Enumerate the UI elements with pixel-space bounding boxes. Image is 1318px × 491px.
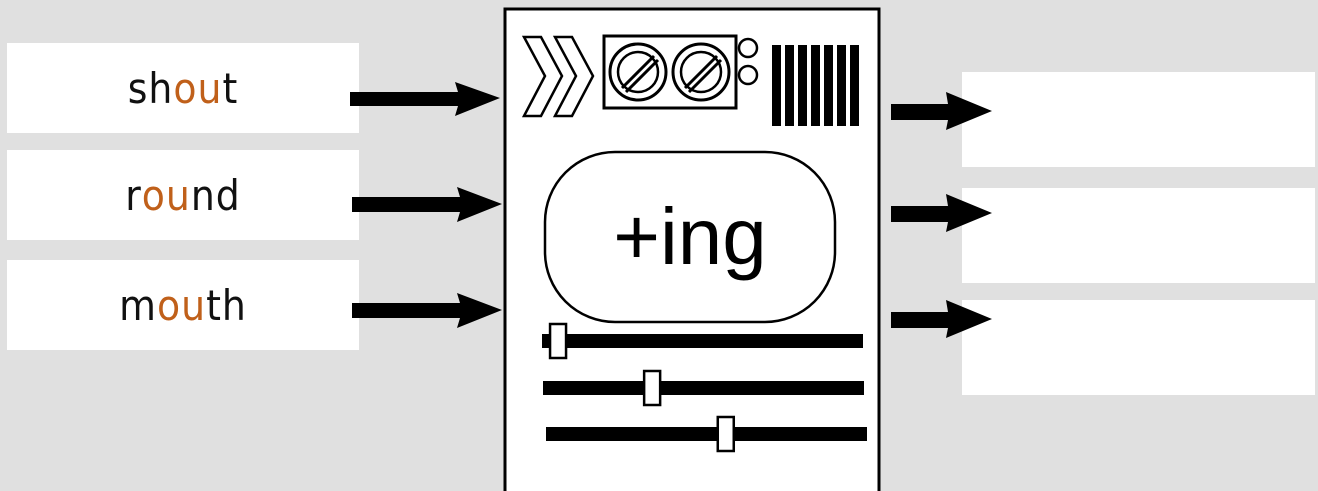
- word-part: t: [222, 63, 239, 113]
- word-part: m: [119, 280, 157, 330]
- output-word-card: [962, 300, 1315, 395]
- highlighted-letters: ou: [141, 170, 191, 220]
- input-arrow: [352, 187, 502, 222]
- highlighted-letters: ou: [156, 280, 207, 330]
- word-part: th: [206, 280, 247, 330]
- screw-icon: [671, 42, 731, 102]
- output-word-card: [962, 188, 1315, 283]
- indicator-light-icon: [737, 37, 759, 86]
- input-arrow: [350, 82, 500, 116]
- slider-track: [542, 334, 863, 348]
- slider-knob[interactable]: [642, 369, 662, 407]
- word-part: r: [125, 170, 142, 220]
- ing-display: [543, 150, 837, 324]
- screw-panel: [602, 34, 738, 110]
- slider-knob[interactable]: [716, 415, 736, 453]
- word-part: sh: [127, 63, 174, 113]
- slider-track: [546, 427, 867, 441]
- slider-knob[interactable]: [548, 322, 568, 360]
- highlighted-letters: ou: [173, 63, 223, 113]
- slider-group: [542, 322, 867, 453]
- vent-grille: [772, 45, 859, 126]
- chevron-right-icon: [521, 35, 595, 118]
- output-arrow: [891, 92, 992, 130]
- output-arrow: [891, 194, 992, 232]
- output-word-card: [962, 72, 1315, 167]
- word-part: nd: [190, 170, 241, 220]
- output-arrow: [891, 300, 992, 338]
- slider-track: [543, 381, 864, 395]
- screw-icon: [608, 42, 668, 102]
- input-arrow: [352, 293, 502, 328]
